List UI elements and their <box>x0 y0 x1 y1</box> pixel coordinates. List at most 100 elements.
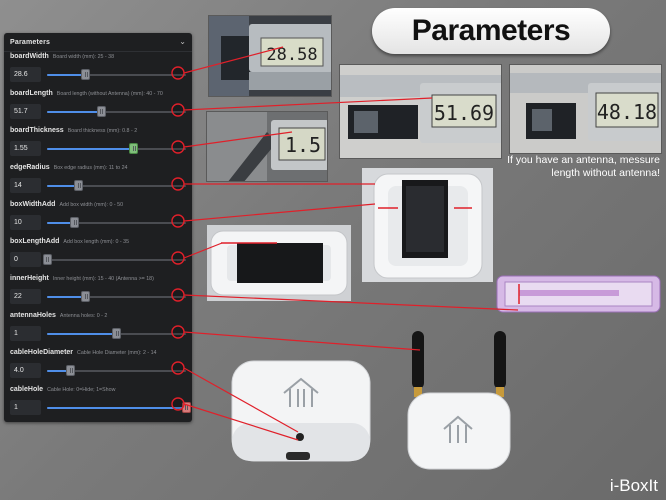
param-value-input[interactable]: 1 <box>10 326 41 341</box>
box-front-photo <box>228 353 374 473</box>
box-antenna-image <box>407 331 511 470</box>
box-top-photo <box>362 168 493 282</box>
param-name: antennaHoles <box>10 312 56 319</box>
param-name: edgeRadius <box>10 164 50 171</box>
slider-thumb[interactable] <box>81 291 91 302</box>
box-side-photo <box>207 225 351 301</box>
circle-marker-icon <box>171 251 185 265</box>
param-slider[interactable] <box>47 178 186 193</box>
param-description: Board width (mm): 25 - 38 <box>52 54 115 60</box>
page-title: Parameters <box>411 14 571 47</box>
param-value-input[interactable]: 1.55 <box>10 141 41 156</box>
box-section-drawing <box>496 275 661 313</box>
param-slider[interactable] <box>47 289 186 304</box>
param-name: innerHeight <box>10 275 49 282</box>
param-description: Add box length (mm): 0 - 35 <box>63 239 130 245</box>
param-description: Antenna holes: 0 - 2 <box>59 313 108 319</box>
caliper-photo-thickness: 1.5 <box>206 111 328 182</box>
caliper-photo-width: 28.58 <box>208 15 332 97</box>
chevron-down-icon[interactable]: ⌄ <box>179 37 186 46</box>
box-logo-icon <box>283 377 319 407</box>
param-description: Cable Hole Diameter (mm): 2 - 14 <box>77 350 157 356</box>
antenna-note: If you have an antenna, messure length w… <box>507 154 660 179</box>
circle-marker-icon <box>171 288 185 302</box>
param-slider[interactable] <box>47 67 186 82</box>
slider-thumb[interactable] <box>112 328 121 339</box>
circle-marker-icon <box>171 140 185 154</box>
param-description: Cable Hole: 0=Hide; 1=Show <box>47 387 116 393</box>
caliper-thickness-image: 1.5 <box>207 112 327 181</box>
slider-thumb[interactable] <box>129 143 139 154</box>
param-value-input[interactable]: 0 <box>10 252 41 267</box>
caliper-reading: 48.18 <box>597 100 657 124</box>
title-banner: Parameters <box>372 8 610 54</box>
param-description: Inner height (mm): 15 - 40 (Antenna >= 1… <box>52 276 154 282</box>
param-value-input[interactable]: 1 <box>10 400 41 415</box>
panel-header[interactable]: Parameters ⌄ <box>4 33 192 52</box>
brand-logo-text: i-BoxIt <box>609 476 658 495</box>
caliper-width-image: 28.58 <box>209 16 331 96</box>
param-description: Box edge radius (mm): 11 to 24 <box>53 165 128 171</box>
circle-marker-icon <box>171 177 185 191</box>
param-slider[interactable] <box>42 252 186 267</box>
circle-marker-icon <box>171 66 185 80</box>
circle-marker-icon <box>171 397 185 411</box>
caliper-reading: 51.69 <box>434 101 494 125</box>
caliper-antenna-image: 48.18 <box>510 65 661 153</box>
slider-thumb[interactable] <box>74 180 84 191</box>
param-description: Board length (without Antenna) (mm): 40 … <box>56 91 163 97</box>
slider-thumb[interactable] <box>42 254 52 265</box>
param-description: Add box width (mm): 0 - 50 <box>59 202 124 208</box>
param-name: boxWidthAdd <box>10 201 56 208</box>
caliper-photo-antenna: 48.18 <box>509 64 662 154</box>
param-slider[interactable] <box>47 363 186 378</box>
param-name: boxLengthAdd <box>10 238 60 245</box>
slider-thumb[interactable] <box>66 365 76 376</box>
caliper-length-image: 51.69 <box>340 65 501 158</box>
param-value-input[interactable]: 14 <box>10 178 41 193</box>
box-side-image <box>207 225 351 301</box>
caliper-reading: 1.5 <box>285 133 321 157</box>
slider-thumb[interactable] <box>70 217 80 228</box>
circle-marker-icon <box>171 214 185 228</box>
box-front-image <box>231 360 371 462</box>
section-view-image <box>495 272 662 316</box>
param-value-input[interactable]: 22 <box>10 289 41 304</box>
param-name: cableHole <box>10 386 44 393</box>
circle-marker-icon <box>171 361 185 375</box>
param-name: boardWidth <box>10 53 49 60</box>
circle-marker-icon <box>171 103 185 117</box>
circle-marker-icon <box>171 325 185 339</box>
param-value-input[interactable]: 10 <box>10 215 41 230</box>
param-value-input[interactable]: 51.7 <box>10 104 41 119</box>
slider-thumb[interactable] <box>96 106 106 117</box>
box-antenna-photo <box>398 325 516 472</box>
param-name: cableHoleDiameter <box>10 349 74 356</box>
param-slider[interactable] <box>47 215 186 230</box>
caliper-photo-length: 51.69 <box>339 64 502 159</box>
param-slider[interactable] <box>47 141 186 156</box>
param-slider[interactable] <box>47 326 186 341</box>
param-name: boardLength <box>10 90 53 97</box>
slider-thumb[interactable] <box>81 69 91 80</box>
panel-title: Parameters <box>10 38 51 46</box>
param-name: boardThickness <box>10 127 64 134</box>
caliper-reading: 28.58 <box>266 45 317 65</box>
param-description: Board thickness (mm): 0.8 - 2 <box>67 128 138 134</box>
param-value-input[interactable]: 4.0 <box>10 363 41 378</box>
param-value-input[interactable]: 28.6 <box>10 67 41 82</box>
box-top-image <box>362 168 493 282</box>
param-slider[interactable] <box>47 104 186 119</box>
